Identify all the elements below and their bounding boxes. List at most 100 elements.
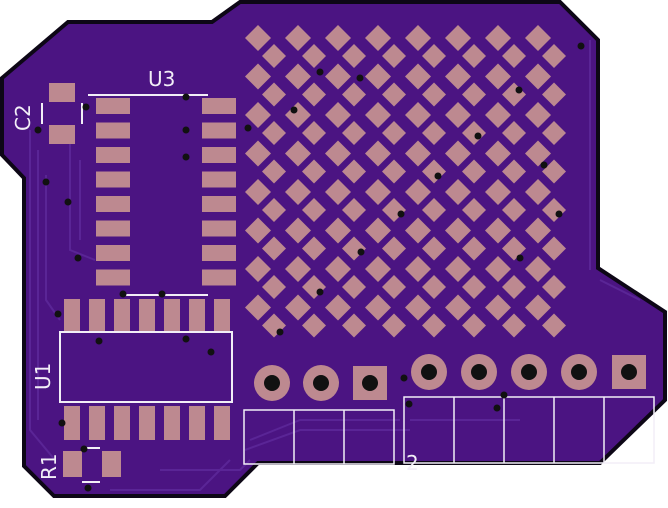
header-drill: [521, 364, 537, 380]
via: [290, 106, 298, 114]
led-pad-cathode: [382, 236, 406, 261]
led-pad-cathode: [542, 236, 566, 261]
via: [82, 103, 90, 111]
led-pad-anode: [485, 63, 511, 90]
led-pad-anode: [325, 102, 351, 128]
u3-pin-left: [96, 171, 130, 188]
led-pad-anode: [245, 102, 271, 128]
led-pad-cathode: [342, 313, 366, 338]
led-pad-anode: [485, 102, 511, 128]
header-outline: [403, 396, 655, 464]
led-pad-cathode: [462, 44, 486, 68]
via: [84, 484, 92, 492]
led-pad-anode: [245, 63, 271, 90]
header-right: [403, 354, 655, 464]
via: [58, 419, 66, 427]
led-matrix: [245, 25, 566, 338]
smd-pad: [102, 451, 121, 477]
led-pad-cathode: [302, 121, 326, 145]
led-pad-anode: [405, 179, 431, 205]
led-pad-anode: [285, 25, 311, 51]
via: [244, 124, 252, 132]
led-pad-anode: [245, 25, 271, 51]
led-pad-cathode: [342, 82, 366, 107]
via: [316, 288, 324, 296]
via: [74, 254, 82, 262]
led-pad-anode: [525, 25, 551, 51]
u3-pin-right: [202, 269, 236, 286]
header-drill: [264, 375, 280, 391]
led-pad-cathode: [502, 275, 526, 299]
led-pad-cathode: [262, 236, 286, 261]
led-pad-cathode: [422, 44, 446, 68]
u3-pin-left: [96, 98, 130, 114]
led-pad-cathode: [382, 121, 406, 145]
u3-pads: [96, 98, 236, 286]
via: [555, 210, 563, 218]
via: [515, 86, 523, 94]
via: [182, 126, 190, 134]
u1-pin-bottom: [214, 406, 230, 440]
u1-pin-top: [64, 299, 80, 332]
u3-pin-right: [202, 245, 236, 261]
via: [356, 74, 364, 82]
header-drill: [362, 375, 378, 391]
u1-outline: [59, 331, 233, 403]
led-pad-anode: [325, 294, 351, 321]
u1-pin-bottom: [164, 406, 180, 440]
led-pad-cathode: [342, 198, 366, 222]
led-pad-cathode: [422, 198, 446, 222]
led-pad-anode: [325, 179, 351, 205]
u1-pin-top: [189, 299, 205, 332]
led-pad-anode: [285, 140, 311, 167]
header-left: [243, 365, 395, 465]
via: [182, 93, 190, 101]
header-drill: [471, 364, 487, 380]
u3-pin-left: [96, 245, 130, 261]
led-pad-anode: [525, 217, 551, 244]
led-pad-cathode: [462, 159, 486, 184]
via: [42, 178, 50, 186]
led-pad-anode: [445, 256, 471, 282]
u3-pin-right: [202, 147, 236, 163]
u1-pin-top: [89, 299, 105, 332]
led-pad-anode: [445, 294, 471, 321]
u1-pin-bottom: [189, 406, 205, 440]
led-pad-cathode: [302, 159, 326, 184]
led-pad-anode: [285, 256, 311, 282]
led-pad-cathode: [382, 313, 406, 338]
led-pad-anode: [285, 63, 311, 90]
led-pad-cathode: [462, 275, 486, 299]
vias: [34, 42, 585, 492]
led-pad-anode: [405, 217, 431, 244]
led-pad-anode: [405, 256, 431, 282]
via: [540, 161, 548, 169]
u1-pin-top: [164, 299, 180, 332]
u3-pin-right: [202, 171, 236, 188]
led-pad-anode: [285, 294, 311, 321]
led-pad-cathode: [382, 82, 406, 107]
led-pad-cathode: [382, 44, 406, 68]
led-pad-cathode: [342, 121, 366, 145]
led-pad-anode: [525, 179, 551, 205]
led-pad-cathode: [302, 82, 326, 107]
led-pad-anode: [365, 25, 391, 51]
u3-pin-right: [202, 220, 236, 237]
led-pad-anode: [325, 25, 351, 51]
via: [158, 290, 166, 298]
led-pad-anode: [405, 102, 431, 128]
designator-r1: R1: [37, 453, 61, 480]
led-pad-cathode: [462, 121, 486, 145]
designator-u1: U1: [31, 363, 55, 390]
led-pad-anode: [445, 102, 471, 128]
led-pad-anode: [365, 63, 391, 90]
u1-pin-bottom: [139, 406, 155, 440]
led-pad-anode: [285, 217, 311, 244]
via: [276, 328, 284, 336]
via: [405, 400, 413, 408]
u1-pin-bottom: [64, 406, 80, 440]
c2-footprint: [41, 83, 83, 144]
r1-footprint: [63, 447, 121, 483]
led-pad-anode: [325, 140, 351, 167]
